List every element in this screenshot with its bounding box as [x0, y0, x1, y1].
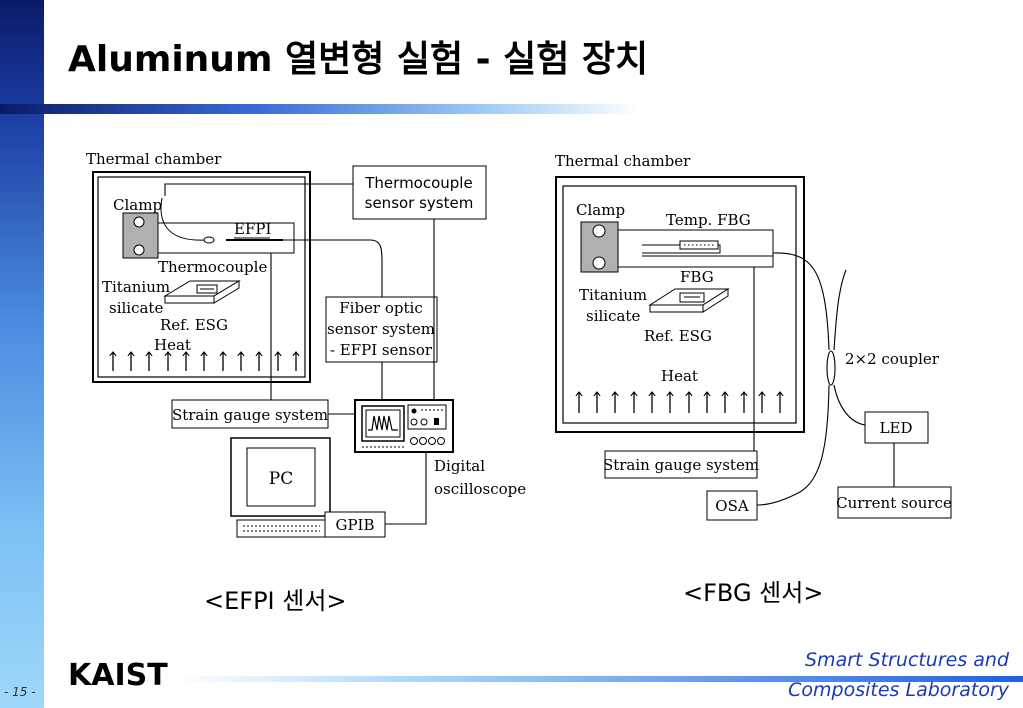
efpi-clamp-label: Clamp — [113, 196, 162, 214]
efpi-titanium-plate-front — [164, 295, 215, 304]
efpi-specimen — [157, 222, 295, 254]
efpi-strain-gauge-box — [171, 399, 329, 429]
efpi-oscilloscope-label: oscilloscope — [434, 480, 526, 498]
efpi-chamber-inner — [97, 176, 306, 378]
fbg-osa-label: OSA — [715, 497, 749, 515]
efpi-thermocouple-sensor-box — [352, 165, 487, 220]
fbg-silicate-label: silicate — [586, 307, 640, 325]
efpi-thermocouple-wire — [160, 197, 206, 241]
fbg-thermal-chamber-label: Thermal chamber — [555, 152, 691, 170]
kaist-logo-text: KAIST — [68, 658, 168, 693]
efpi-silicate-label: silicate — [109, 299, 163, 317]
efpi-connections — [164, 183, 435, 525]
lab-name-line1: Smart Structures and — [805, 649, 1009, 671]
efpi-pc — [230, 437, 331, 538]
fbg-heat-arrows — [579, 392, 780, 413]
efpi-ref-esg-label: Ref. ESG — [160, 316, 228, 334]
efpi-gpib-label: GPIB — [335, 516, 374, 534]
page-number: - 15 - — [4, 685, 36, 699]
efpi-oscilloscope — [354, 399, 454, 453]
efpi-setup: Thermal chamber Clamp EFPI Thermocouple … — [86, 150, 526, 538]
efpi-titanium-plate-side — [213, 280, 240, 304]
efpi-clamp-bolt-bottom — [133, 244, 145, 256]
efpi-heat-arrows — [113, 352, 296, 371]
efpi-fiber-optic-box — [325, 296, 438, 363]
fbg-current-source-box — [837, 486, 952, 519]
efpi-chamber-outer — [92, 171, 311, 383]
efpi-strain-gauge-label: Strain gauge system — [172, 406, 328, 424]
efpi-thermocouple-tip — [203, 236, 215, 244]
fbg-setup: Thermal chamber Clamp Temp. FBG FBG Tita… — [555, 152, 952, 521]
efpi-gpib-box — [324, 511, 386, 538]
lab-name-line2: Composites Laboratory — [788, 679, 1009, 701]
fbg-chamber-outer — [555, 176, 805, 433]
fbg-ref-esg-label: Ref. ESG — [644, 327, 712, 345]
efpi-thermocouple-sensor-line2: sensor system — [365, 194, 474, 212]
fbg-led-box — [864, 411, 929, 444]
efpi-pc-label: PC — [269, 469, 293, 489]
fbg-coupler-label: 2×2 coupler — [845, 350, 940, 368]
footer-divider — [175, 676, 1023, 682]
efpi-titanium-label: Titanium — [102, 278, 170, 296]
efpi-heat-label: Heat — [154, 336, 191, 354]
fbg-strain-gauge-label: Strain gauge system — [603, 456, 759, 474]
efpi-clamp-bolt-top — [133, 216, 145, 228]
fbg-fbg-label: FBG — [680, 268, 714, 286]
efpi-caption: <EFPI 센서> — [204, 587, 347, 615]
fbg-temp-fbg-grating — [679, 240, 719, 250]
efpi-efpi-label: EFPI — [234, 220, 271, 238]
fbg-led-label: LED — [880, 419, 913, 437]
efpi-fiber-optic-line1: Fiber optic — [339, 299, 422, 317]
title-underline — [0, 104, 640, 114]
fbg-titanium-plate-side — [702, 288, 729, 313]
kaist-logo: KAIST — [68, 658, 168, 693]
efpi-thermocouple-label: Thermocouple — [158, 258, 267, 276]
fbg-temp-fbg-label: Temp. FBG — [666, 211, 751, 229]
fbg-clamp-bolt-bottom — [592, 256, 606, 270]
page-title: Aluminum 열변형 실험 - 실험 장치 — [68, 39, 649, 80]
fbg-chamber-inner — [562, 185, 797, 424]
efpi-thermocouple-sensor-line1: Thermocouple — [364, 174, 472, 192]
fbg-caption: <FBG 센서> — [683, 579, 824, 607]
fbg-titanium-label: Titanium — [579, 286, 647, 304]
fbg-strain-gauge-box — [604, 450, 758, 479]
efpi-fiber-optic-line3: - EFPI sensor — [330, 341, 433, 359]
fbg-heat-label: Heat — [661, 367, 698, 385]
fbg-clamp-label: Clamp — [576, 201, 625, 219]
efpi-fiber-optic-line2: sensor system — [327, 320, 435, 338]
fbg-clamp-bolt-top — [592, 224, 606, 238]
fbg-current-source-label: Current source — [836, 494, 952, 512]
left-accent-bar — [0, 0, 44, 708]
fbg-connections — [753, 252, 895, 506]
efpi-thermal-chamber-label: Thermal chamber — [86, 150, 222, 168]
efpi-digital-label: Digital — [434, 457, 485, 475]
fbg-titanium-plate-front — [649, 304, 704, 313]
